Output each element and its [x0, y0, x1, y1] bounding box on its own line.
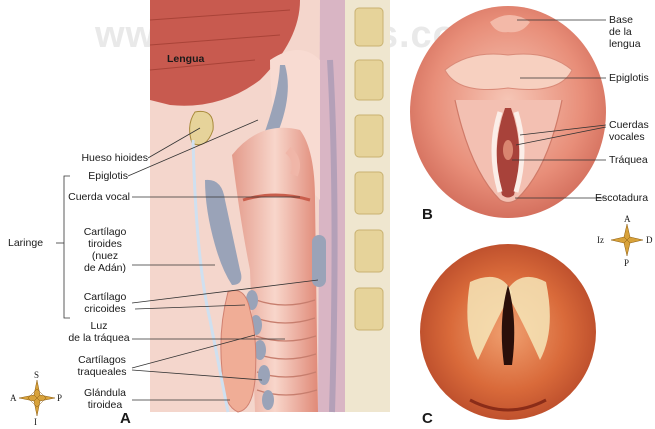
compass-a-west: A — [10, 393, 17, 403]
compass-b-west: Iz — [597, 235, 604, 245]
label-cuerdas-vocales-line2: vocales — [609, 131, 649, 143]
compass-b-north: A — [624, 214, 631, 224]
label-base-lengua-line2: de la — [609, 26, 641, 38]
panel-c-photo — [420, 244, 596, 420]
panel-b-illustration — [410, 6, 606, 218]
label-escotadura: Escotadura — [595, 192, 648, 204]
label-cuerda-vocal: Cuerda vocal — [40, 191, 130, 203]
compass-a — [19, 380, 55, 416]
panel-c-letter: C — [422, 410, 433, 427]
label-traquea: Tráquea — [609, 154, 648, 166]
label-cartilago-tiroides-line3: (nuez — [78, 250, 132, 262]
label-lengua: Lengua — [167, 53, 204, 65]
label-cartilago-cricoides: Cartílago cricoides — [78, 291, 132, 315]
label-cartilago-tiroides-line4: de Adán) — [78, 262, 132, 274]
label-hueso-hioides: Hueso hioides — [64, 152, 148, 164]
label-cartilagos-traqueales-line1: Cartílagos — [72, 354, 132, 366]
label-cartilago-tiroides-line2: tiroides — [78, 238, 132, 250]
label-cartilago-tiroides: Cartílago tiroides (nuez de Adán) — [78, 226, 132, 274]
panel-b-letter: B — [422, 206, 433, 223]
label-cuerdas-vocales: Cuerdas vocales — [609, 119, 649, 143]
label-base-lengua-line1: Base — [609, 14, 641, 26]
label-cuerdas-vocales-line1: Cuerdas — [609, 119, 649, 131]
label-cartilagos-traqueales: Cartílagos traqueales — [72, 354, 132, 378]
label-glandula-tiroidea-line1: Glándula — [78, 387, 132, 399]
label-luz-traquea-line1: Luz — [66, 320, 132, 332]
label-cartilagos-traqueales-line2: traqueales — [72, 366, 132, 378]
panel-a-letter: A — [120, 410, 131, 427]
label-cartilago-cricoides-line2: cricoides — [78, 303, 132, 315]
compass-b-east: D — [646, 235, 653, 245]
compass-b-south: P — [624, 258, 629, 268]
compass-b — [611, 224, 643, 256]
label-cartilago-tiroides-line1: Cartílago — [78, 226, 132, 238]
label-epiglotis-b: Epiglotis — [609, 72, 649, 84]
label-epiglotis-a: Epiglotis — [64, 170, 128, 182]
label-glandula-tiroidea: Glándula tiroidea — [78, 387, 132, 411]
compass-a-south: I — [34, 417, 37, 427]
label-luz-traquea-line2: de la tráquea — [66, 332, 132, 344]
label-base-lengua-line3: lengua — [609, 38, 641, 50]
label-base-lengua: Base de la lengua — [609, 14, 641, 50]
label-cartilago-cricoides-line1: Cartílago — [78, 291, 132, 303]
label-laringe: Laringe — [8, 237, 43, 249]
compass-a-east: P — [57, 393, 62, 403]
compass-a-north: S — [34, 370, 39, 380]
label-luz-traquea: Luz de la tráquea — [66, 320, 132, 344]
